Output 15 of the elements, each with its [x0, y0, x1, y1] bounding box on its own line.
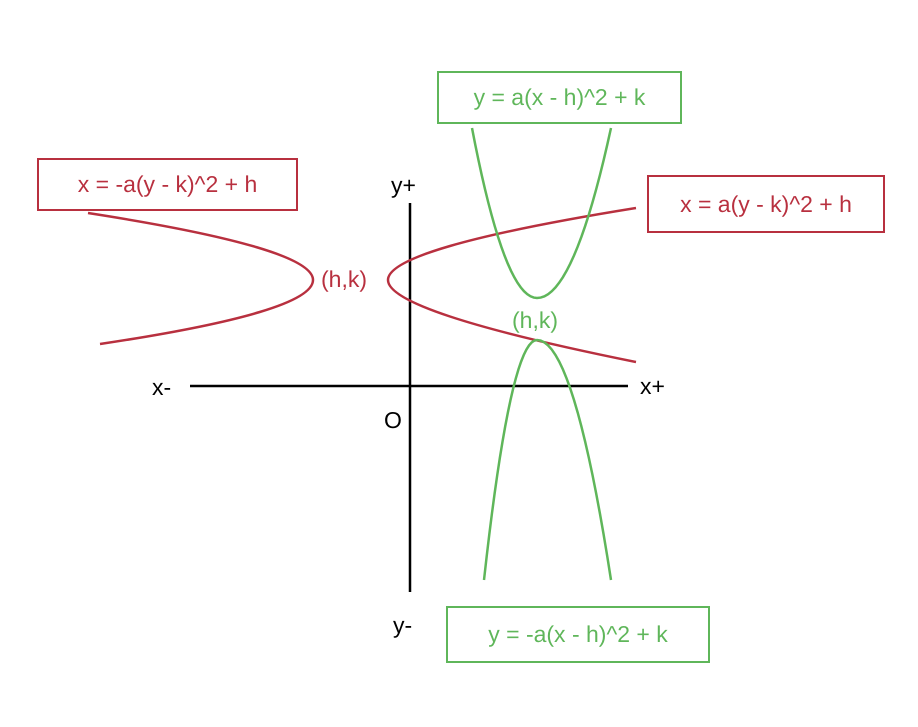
- axis-label: x+: [640, 375, 665, 398]
- formula-box: [446, 606, 710, 663]
- axis-label: y+: [391, 174, 416, 197]
- formula-box: [647, 175, 885, 233]
- vertex-label: (h,k): [321, 268, 367, 291]
- formula-text: x = a(y - k)^2 + h: [680, 190, 852, 218]
- vertex-label: (h,k): [512, 309, 558, 332]
- formula-text: y = a(x - h)^2 + k: [474, 84, 646, 111]
- formula-box: [437, 71, 682, 124]
- axis-label: O: [384, 409, 402, 432]
- formula-text: y = -a(x - h)^2 + k: [488, 621, 668, 648]
- axis-label: y-: [393, 614, 412, 637]
- axis-label: x-: [152, 376, 172, 399]
- formula-text: x = -a(y - k)^2 + h: [78, 171, 258, 198]
- formula-box: [37, 158, 298, 211]
